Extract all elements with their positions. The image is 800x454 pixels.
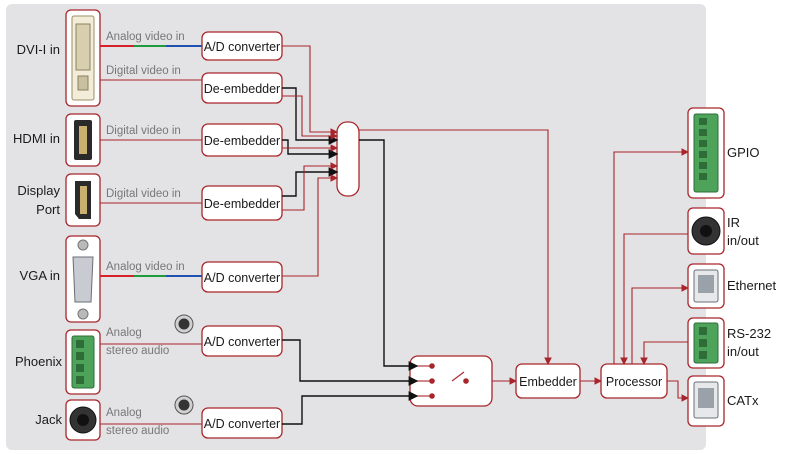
displayport-input-label-line2: Port — [36, 202, 60, 217]
ethernet-label: Ethernet — [727, 278, 777, 293]
hdmi-digital-signal-label: Digital video in — [106, 125, 181, 137]
svg-text:A/D converter: A/D converter — [204, 40, 280, 54]
hdmi-input-label: HDMI in — [13, 131, 60, 146]
ad-converter-jack: A/D converter — [201, 407, 283, 439]
processor-block: Processor — [600, 363, 668, 399]
svg-text:Processor: Processor — [606, 375, 662, 389]
catx-connector — [687, 375, 725, 427]
displayport-connector — [65, 173, 101, 227]
audio-switch — [409, 355, 493, 407]
ethernet-connector — [687, 263, 725, 309]
dvi-connector — [65, 9, 101, 107]
de-embedder-dvi: De-embedder — [201, 72, 283, 104]
de-embedder-hdmi: De-embedder — [201, 123, 283, 157]
rs232-label-line1: RS-232 — [727, 326, 771, 341]
phoenix-input-label: Phoenix — [15, 354, 62, 369]
svg-text:De-embedder: De-embedder — [204, 82, 280, 96]
ad-converter-vga: A/D converter — [201, 261, 283, 293]
rs232-connector — [687, 317, 725, 369]
jack-input-label: Jack — [35, 412, 62, 427]
phoenix-connector — [65, 329, 101, 395]
vga-connector — [65, 235, 101, 323]
svg-text:A/D converter: A/D converter — [204, 417, 280, 431]
dp-digital-signal-label: Digital video in — [106, 188, 181, 200]
ir-connector — [687, 207, 725, 255]
jack-signal-label-line2: stereo audio — [106, 425, 169, 437]
svg-text:De-embedder: De-embedder — [204, 197, 280, 211]
svg-text:De-embedder: De-embedder — [204, 134, 280, 148]
svg-text:A/D converter: A/D converter — [204, 335, 280, 349]
audio-connections — [282, 339, 603, 425]
rs232-label-line2: in/out — [727, 344, 759, 359]
device-background-panel — [6, 4, 706, 450]
displayport-input-label-line1: Display — [17, 183, 60, 198]
jack-signal-label-line1: Analog — [106, 407, 142, 419]
ad-converter-phoenix: A/D converter — [201, 325, 283, 357]
volume-knob-icon — [174, 314, 194, 334]
dvi-input-label: DVI-I in — [17, 42, 60, 57]
gpio-connector — [687, 107, 725, 199]
video-switch — [336, 121, 360, 197]
ir-label-line1: IR — [727, 215, 740, 230]
jack-connector — [65, 399, 101, 441]
vga-analog-signal-label: Analog video in — [106, 261, 185, 273]
video-connections — [282, 45, 552, 371]
svg-text:A/D converter: A/D converter — [204, 271, 280, 285]
gpio-label: GPIO — [727, 145, 760, 160]
embedder-block: Embedder — [515, 363, 581, 399]
dvi-analog-signal-label: Analog video in — [106, 31, 185, 43]
svg-text:Embedder: Embedder — [519, 375, 577, 389]
phoenix-signal-label-line2: stereo audio — [106, 345, 169, 357]
volume-knob-icon — [174, 395, 194, 415]
ad-converter-dvi: A/D converter — [201, 31, 283, 61]
catx-label: CATx — [727, 393, 759, 408]
vga-input-label: VGA in — [20, 268, 60, 283]
dvi-digital-signal-label: Digital video in — [106, 65, 181, 77]
de-embedder-dp: De-embedder — [201, 185, 283, 221]
phoenix-signal-label-line1: Analog — [106, 327, 142, 339]
control-connections — [613, 148, 690, 402]
ir-label-line2: in/out — [727, 233, 759, 248]
hdmi-connector — [65, 113, 101, 167]
